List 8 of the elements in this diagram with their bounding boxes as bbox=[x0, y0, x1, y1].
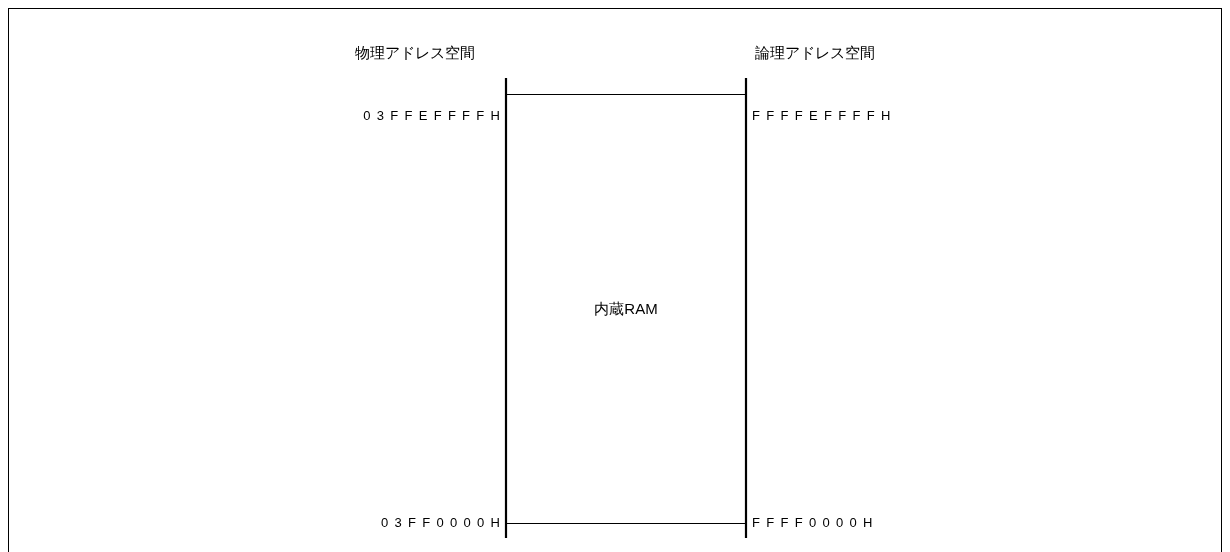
region-label: 内蔵RAM bbox=[594, 299, 658, 319]
memory-region bbox=[507, 94, 745, 524]
address-space-heading: 物理アドレス空間 bbox=[355, 44, 475, 62]
address-space-heading: 論理アドレス空間 bbox=[755, 44, 875, 62]
address-label: 03FF0000H bbox=[380, 514, 507, 532]
address-label: 03FFEFFFFH bbox=[363, 107, 507, 125]
address-label: FFFFEFFFFH bbox=[752, 107, 897, 125]
address-label: FFFF0000H bbox=[752, 514, 879, 532]
